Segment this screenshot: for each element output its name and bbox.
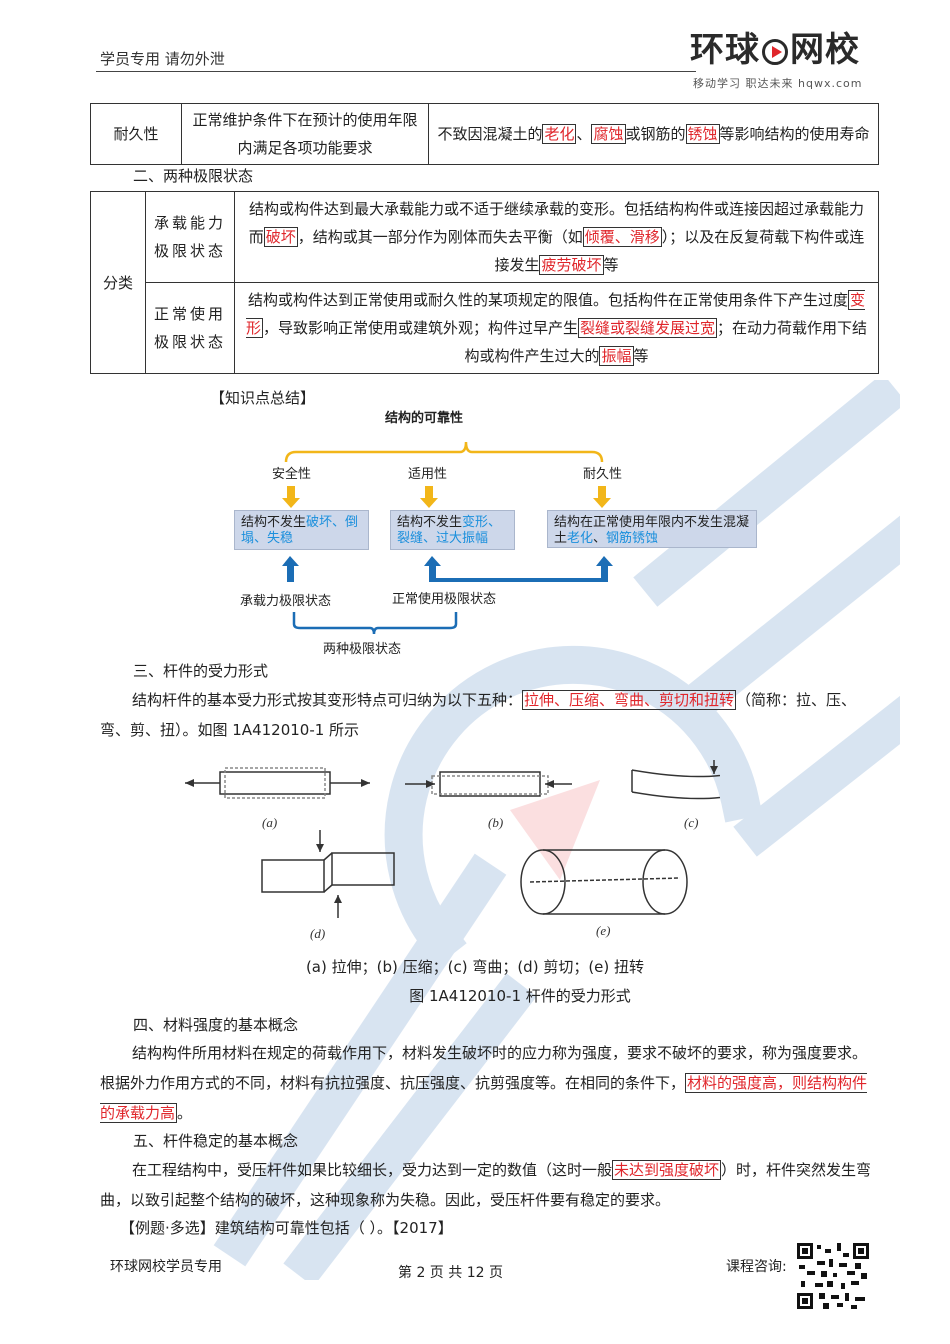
box-durability: 结构在正常使用年限内不发生混凝土老化、钢筋锈蚀 xyxy=(547,510,757,548)
highlight-term: 振幅 xyxy=(599,346,634,366)
footer-consult-label: 课程咨询: xyxy=(726,1259,787,1275)
logo-text-b: 网校 xyxy=(790,30,860,70)
row-label: 承载能力极限状态 xyxy=(145,191,235,283)
fig-label-b: (b) xyxy=(488,815,503,830)
description-cell: 结构或构件达到最大承载能力或不适于继续承载的变形。包括结构构件或连接因超过承载能… xyxy=(234,191,879,283)
fig-label-e: (e) xyxy=(596,923,610,938)
highlight-term: 破坏 xyxy=(263,227,298,247)
fig-label-a: (a) xyxy=(262,815,277,830)
logo-tagline: 移动学习 职达未来 hqwx.com xyxy=(693,77,863,90)
durability-table: 耐久性 正常维护条件下在预计的使用年限内满足各项功能要求 不致因混凝土的老化、腐… xyxy=(90,103,879,165)
summary-title: 【知识点总结】 xyxy=(210,389,316,407)
figure-caption-items: (a) 拉伸；(b) 压缩；(c) 弯曲；(d) 剪切；(e) 扭转 xyxy=(305,958,645,976)
example-question: 【例题·多选】建筑结构可靠性包括（ ）。【2017】 xyxy=(120,1219,453,1237)
row-label: 耐久性 xyxy=(90,103,182,165)
definition-cell: 正常维护条件下在预计的使用年限内满足各项功能要求 xyxy=(181,103,429,165)
limit-state-table: 分类 承载能力极限状态 结构或构件达到最大承载能力或不适于继续承载的变形。包括结… xyxy=(90,191,879,374)
box-safety: 结构不发生破坏、倒塌、失稳 xyxy=(234,510,369,550)
member-force-figures: (a) (b) (c) (d) (e) xyxy=(185,760,720,941)
highlight-term: 拉伸、压缩、弯曲、剪切和扭转 xyxy=(522,690,737,710)
diagram-root: 结构的可靠性 xyxy=(385,411,464,426)
diagram-connectors xyxy=(282,441,613,635)
footer-left: 环球网校学员专用 xyxy=(110,1259,222,1275)
figure-caption-title: 图 1A412010-1 杆件的受力形式 xyxy=(409,987,631,1005)
group-label: 分类 xyxy=(90,191,146,374)
highlight-term: 腐蚀 xyxy=(591,124,626,144)
section-heading-2: 二、两种极限状态 xyxy=(133,167,254,185)
highlight-term: 老化 xyxy=(542,124,577,144)
fig-label-d: (d) xyxy=(310,926,325,941)
logo-text-a: 环球 xyxy=(690,30,760,70)
branch-applicability: 适用性 xyxy=(408,467,448,482)
section-heading-4: 四、材料强度的基本概念 xyxy=(133,1016,299,1034)
highlight-term: 锈蚀 xyxy=(685,124,720,144)
highlight-term: 倾覆、滑移 xyxy=(582,227,662,247)
play-icon xyxy=(762,38,788,65)
section3-paragraph: 结构杆件的基本受力形式按其变形特点可归纳为以下五种：拉伸、压缩、弯曲、剪切和扭转… xyxy=(100,690,857,739)
section4-paragraph: 结构构件所用材料在规定的荷载作用下，材料发生破坏时的应力称为强度，要求不破坏的要… xyxy=(100,1044,868,1123)
highlight-term: 疲劳破坏 xyxy=(539,255,604,275)
box-applicability: 结构不发生变形、裂缝、过大振幅 xyxy=(390,510,515,550)
header-notice: 学员专用 请勿外泄 xyxy=(100,50,225,68)
highlight-term: 材料的强度高，则结构构件的承载力高 xyxy=(100,1073,868,1123)
brand-logo: 环球网校 xyxy=(690,30,860,70)
highlight-term: 裂缝或裂缝发展过宽 xyxy=(578,318,718,338)
header-rule xyxy=(96,71,696,72)
qr-code-icon[interactable] xyxy=(797,1243,869,1309)
limit-state-ultimate: 承载力极限状态 xyxy=(240,594,332,609)
section-heading-3: 三、杆件的受力形式 xyxy=(133,662,269,680)
row-label: 正常使用极限状态 xyxy=(145,282,235,374)
page-number: 第 2 页 共 12 页 xyxy=(398,1265,503,1281)
fig-label-c: (c) xyxy=(684,815,698,830)
branch-safety: 安全性 xyxy=(272,467,312,482)
diagram-bottom: 两种极限状态 xyxy=(323,642,402,657)
description-cell: 不致因混凝土的老化、腐蚀或钢筋的锈蚀等影响结构的使用寿命 xyxy=(428,103,879,165)
section-heading-5: 五、杆件稳定的基本概念 xyxy=(133,1132,299,1150)
description-cell: 结构或构件达到正常使用或耐久性的某项规定的限值。包括构件在正常使用条件下产生过度… xyxy=(234,282,879,374)
highlight-term: 未达到强度破坏 xyxy=(612,1160,722,1180)
highlight-term: 变形 xyxy=(245,290,866,338)
section5-paragraph: 在工程结构中，受压杆件如果比较细长，受力达到一定的数值（这时一般未达到强度破坏）… xyxy=(100,1160,872,1209)
branch-durability: 耐久性 xyxy=(583,467,623,482)
limit-state-serviceability: 正常使用极限状态 xyxy=(392,592,497,607)
